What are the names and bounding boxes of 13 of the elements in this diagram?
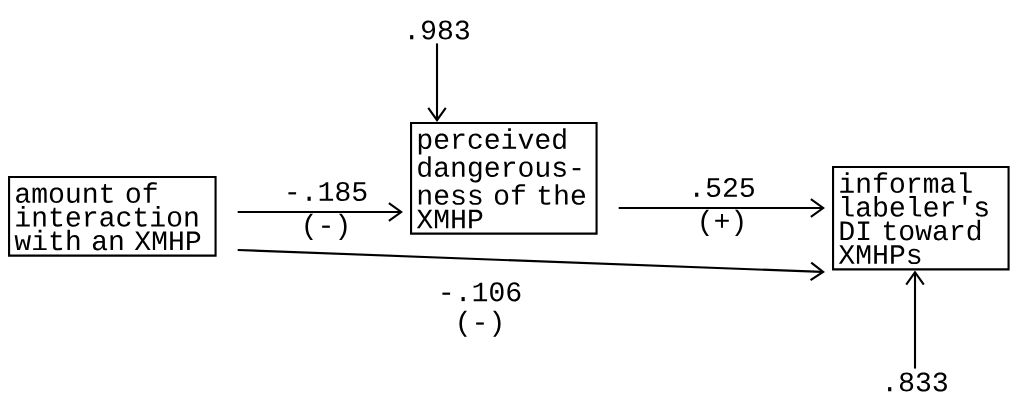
coefficient-text: .983 [410,20,469,40]
edge-label: .525 (+) [695,178,754,236]
arrow [618,198,825,218]
arrow [237,202,403,222]
variable-box: informal labeler's DI toward XMHPs [832,166,1010,271]
edge-label: -.106 (-) [442,282,521,337]
coefficient-text: .833 [888,372,947,392]
variable-box: perceived dangerous- ness of the XMHP [410,122,598,235]
arrow [237,248,825,282]
variable-box: amount of interaction with an XMHP [8,176,217,257]
arrow [427,43,447,122]
arrow [905,270,925,369]
edge-label: -.185 (-) [288,182,367,240]
